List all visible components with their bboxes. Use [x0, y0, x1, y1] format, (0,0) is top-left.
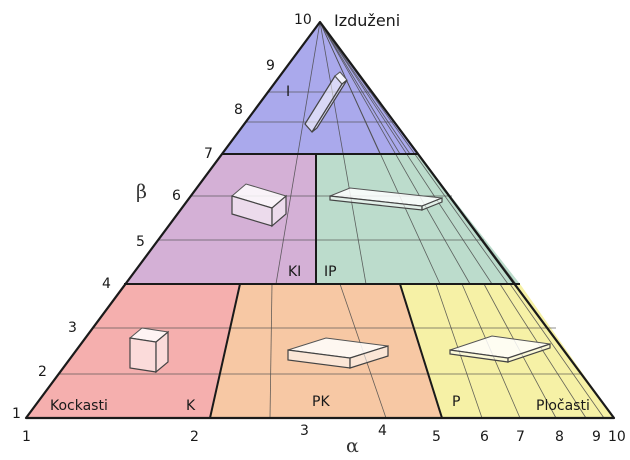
triangle-outline [24, 20, 616, 420]
zone-boundaries [124, 153, 520, 419]
zone-label-cubic-elongated: KI [288, 264, 301, 280]
zone-label-elongated-platy: IP [324, 264, 337, 280]
zone-label-platy-abbr: P [452, 394, 460, 410]
beta-axis-symbol: β [136, 181, 147, 203]
cube-icon [128, 327, 170, 374]
alpha-tick: 1 [22, 429, 31, 445]
zone-label-cubic-abbr: K [186, 398, 196, 414]
zone-labels: I KI IP K PK P Kockasti Pločasti [50, 84, 590, 414]
region-elongated [222, 22, 418, 154]
alpha-tick: 6 [480, 429, 489, 445]
beta-tick-labels: 1 2 3 4 5 6 7 8 9 10 [12, 12, 312, 422]
region-cubic-elongated [124, 154, 316, 284]
beta-tick: 2 [38, 364, 47, 380]
beta-tick: 6 [172, 188, 181, 204]
slab-icon [287, 337, 389, 369]
beta-tick: 9 [266, 58, 275, 74]
beta-tick: 7 [204, 146, 213, 162]
beta-tick: 5 [136, 234, 145, 250]
alpha-tick: 8 [555, 429, 564, 445]
apex-label: Izduženi [334, 11, 400, 30]
zone-label-kockasti: Kockasti [50, 398, 108, 414]
alpha-tick: 9 [592, 429, 601, 445]
alpha-tick: 5 [432, 429, 441, 445]
zone-label-plocasti: Pločasti [536, 398, 590, 414]
alpha-axis-symbol: α [346, 435, 359, 457]
elongated-prism-icon [304, 71, 348, 134]
alpha-tick: 2 [190, 429, 199, 445]
cuboid-icon [230, 183, 288, 228]
alpha-tick: 7 [516, 429, 525, 445]
beta-tick: 3 [68, 320, 77, 336]
alpha-tick: 3 [300, 423, 309, 439]
beta-tick: 1 [12, 406, 21, 422]
alpha-tick: 10 [608, 429, 626, 445]
alpha-tick-labels: 1 2 3 4 5 6 7 8 9 10 [22, 423, 626, 445]
beta-tick: 10 [294, 12, 312, 28]
zone-label-elongated: I [286, 84, 290, 100]
region-elongated-platy [316, 154, 520, 284]
beta-tick: 8 [234, 102, 243, 118]
beta-tick: 4 [102, 276, 111, 292]
flat-bar-icon [329, 187, 443, 211]
plate-icon [449, 335, 551, 363]
alpha-tick: 4 [378, 423, 387, 439]
zone-label-platy-cubic: PK [312, 394, 330, 410]
